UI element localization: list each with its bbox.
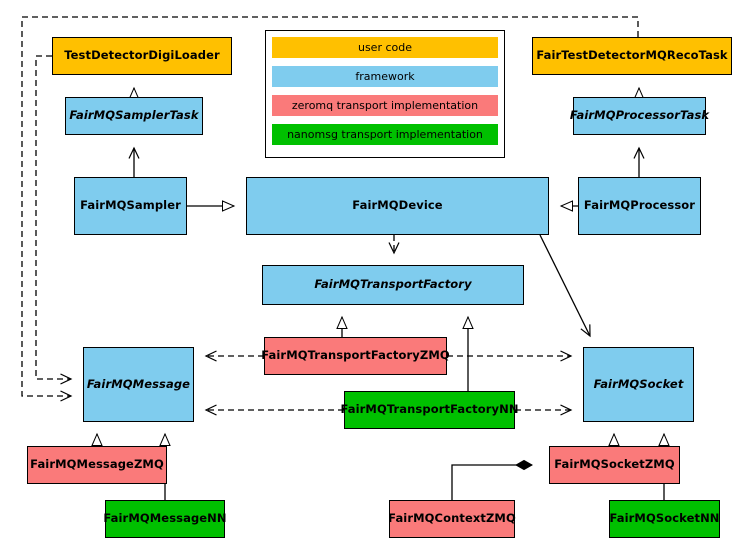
class-label: FairMQContextZMQ — [388, 511, 516, 526]
class-label: FairMQDevice — [352, 198, 443, 213]
legend-label-nanomsg: nanomsg transport implementation — [287, 128, 483, 141]
legend-item-zeromq: zeromq transport implementation — [272, 95, 498, 116]
class-label: FairMQSocket — [593, 376, 684, 391]
legend-label-zeromq: zeromq transport implementation — [291, 99, 479, 112]
legend-label-framework: framework — [355, 70, 415, 83]
class-label: FairMQMessageZMQ — [30, 457, 164, 472]
edge-device-socket — [539, 234, 590, 336]
class-node-fairmqmessagezmq[interactable]: FairMQMessageZMQ — [27, 446, 167, 484]
class-node-fairmqprocessortask[interactable]: FairMQProcessorTask — [569, 97, 710, 135]
class-node-fairmqsocket[interactable]: FairMQSocket — [583, 347, 694, 422]
class-node-fairmqmessage[interactable]: FairMQMessage — [83, 347, 194, 422]
class-label: FairMQProcessorTask — [569, 108, 710, 123]
legend-item-nanomsg: nanomsg transport implementation — [272, 124, 498, 145]
class-node-fairmqprocessor[interactable]: FairMQProcessor — [578, 177, 701, 235]
class-node-fairmqsocketzmq[interactable]: FairMQSocketZMQ — [549, 446, 680, 484]
class-node-fairmqcontextzmq[interactable]: FairMQContextZMQ — [388, 500, 516, 538]
legend-item-framework: framework — [272, 66, 498, 87]
class-node-fairmqtransportfactory[interactable]: FairMQTransportFactory — [262, 265, 524, 305]
class-node-fairtestdetectormqrecotask[interactable]: FairTestDetectorMQRecoTask — [532, 37, 732, 75]
class-label: FairMQMessageNN — [103, 511, 227, 526]
legend-label-user-code: user code — [357, 41, 413, 54]
class-node-fairmqtransportfactorynn[interactable]: FairMQTransportFactoryNN — [340, 391, 518, 429]
class-node-fairmqsampler[interactable]: FairMQSampler — [74, 177, 187, 235]
legend-item-user-code: user code — [272, 37, 498, 58]
class-node-fairmqtransportfactoryzmq[interactable]: FairMQTransportFactoryZMQ — [261, 337, 450, 375]
class-node-fairmqsamplertask[interactable]: FairMQSamplerTask — [65, 97, 203, 135]
class-label: FairMQProcessor — [583, 198, 696, 213]
edge-contextzmq-socketzmq — [451, 465, 532, 500]
class-label: FairMQSampler — [80, 198, 181, 213]
class-label: FairMQMessage — [86, 376, 191, 391]
class-node-fairmqmessagenn[interactable]: FairMQMessageNN — [103, 500, 227, 538]
class-node-fairmqdevice[interactable]: FairMQDevice — [246, 177, 549, 235]
class-label: FairTestDetectorMQRecoTask — [536, 48, 728, 63]
class-label: FairMQTransportFactoryZMQ — [261, 348, 450, 363]
class-label: FairMQTransportFactoryNN — [340, 402, 519, 417]
class-node-testdetectordigiloader[interactable]: TestDetectorDigiLoader — [52, 37, 232, 75]
class-label: FairMQSocketZMQ — [554, 457, 675, 472]
class-label: FairMQTransportFactory — [314, 277, 472, 292]
class-node-fairmqsocketnn[interactable]: FairMQSocketNN — [609, 500, 720, 538]
class-label: FairMQSamplerTask — [69, 108, 199, 123]
class-label: FairMQSocketNN — [609, 511, 720, 526]
class-label: TestDetectorDigiLoader — [64, 48, 220, 63]
